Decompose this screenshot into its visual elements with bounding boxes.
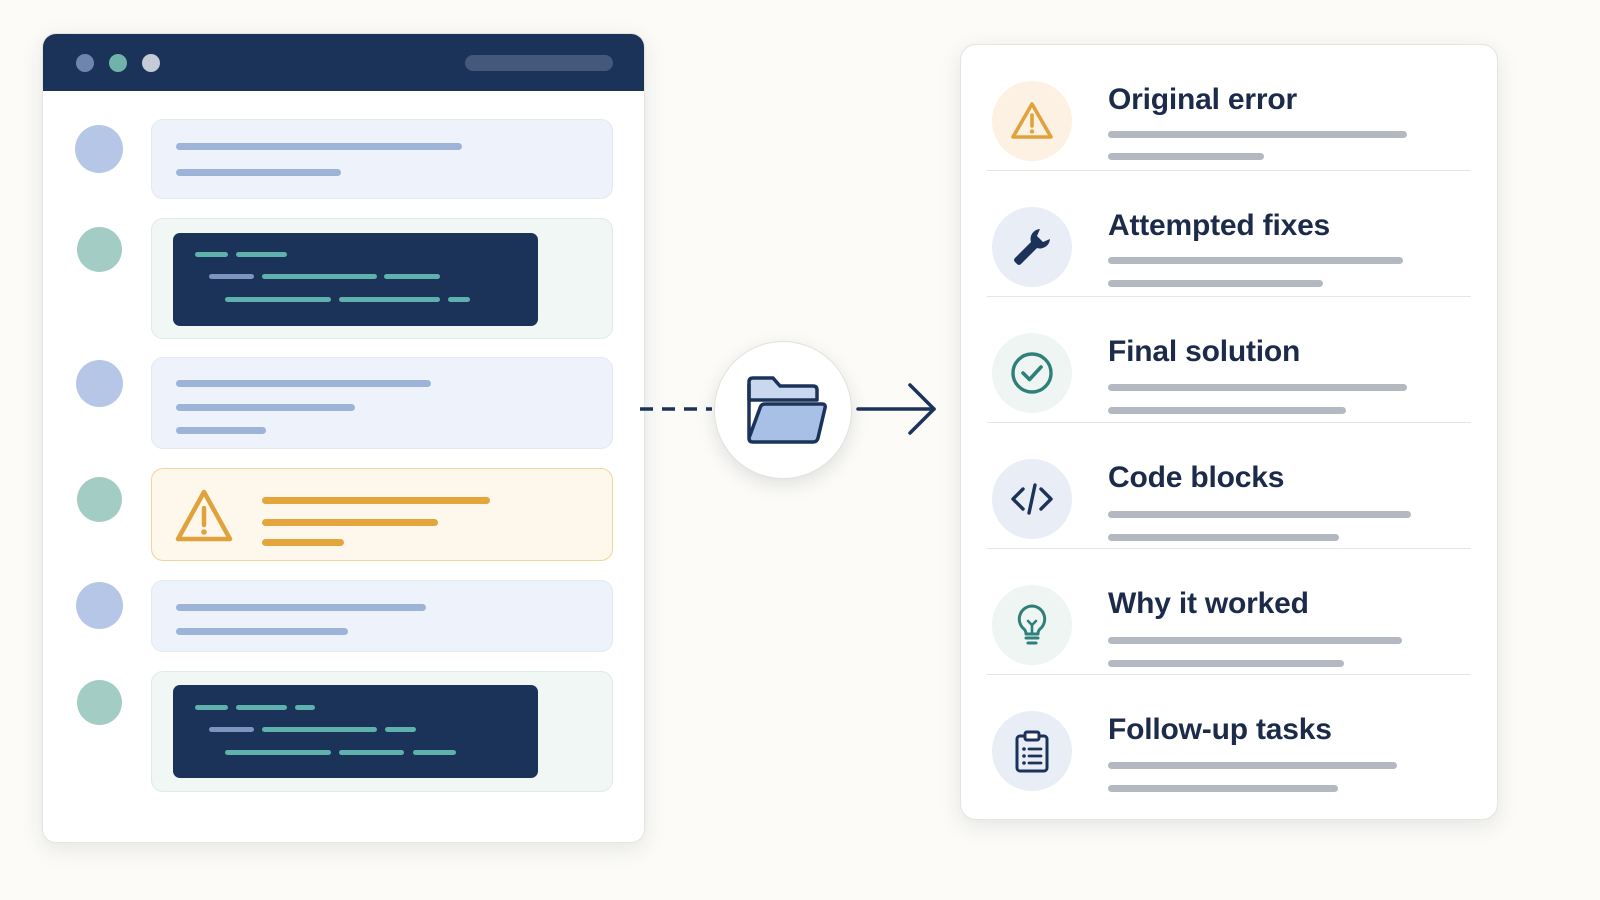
message-bubble — [151, 580, 613, 652]
folder-icon — [747, 376, 827, 444]
summary-section-code-blocks[interactable]: Code blocks — [961, 423, 1497, 549]
section-title: Final solution — [1108, 335, 1301, 368]
dashed-connector — [640, 407, 712, 411]
user-avatar — [75, 125, 123, 173]
arrow-right-icon — [856, 383, 936, 435]
summary-section-final-solution[interactable]: Final solution — [961, 297, 1497, 423]
code-block — [173, 685, 538, 778]
summary-section-follow-up-tasks[interactable]: Follow-up tasks — [961, 675, 1497, 821]
user-avatar — [76, 582, 123, 629]
summary-section-why-it-worked[interactable]: Why it worked — [961, 549, 1497, 675]
message-bubble — [151, 218, 613, 339]
summary-card: Original error Attempted fixes Final sol… — [960, 44, 1498, 820]
code-block — [173, 233, 538, 326]
message-bubble — [151, 357, 613, 449]
icon-badge — [992, 207, 1072, 287]
wrench-icon — [1014, 229, 1050, 265]
assistant-avatar — [77, 227, 122, 272]
message-bubble — [151, 119, 613, 199]
summary-section-original-error[interactable]: Original error — [961, 45, 1497, 171]
icon-badge — [992, 81, 1072, 161]
message-bubble — [151, 671, 613, 792]
chat-window — [42, 33, 645, 843]
section-title: Original error — [1108, 83, 1297, 116]
warning-icon — [175, 489, 233, 542]
user-avatar — [76, 360, 123, 407]
icon-badge — [992, 459, 1072, 539]
error-message-bubble — [151, 468, 613, 561]
folder-button[interactable] — [714, 341, 852, 479]
summary-section-attempted-fixes[interactable]: Attempted fixes — [961, 171, 1497, 297]
code-icon — [1011, 483, 1053, 515]
assistant-avatar — [77, 680, 122, 725]
lightbulb-icon — [1017, 604, 1047, 645]
warning-icon — [1011, 102, 1053, 139]
icon-badge — [992, 585, 1072, 665]
window-control-dot[interactable] — [76, 54, 94, 72]
section-title: Code blocks — [1108, 461, 1285, 494]
icon-badge — [992, 333, 1072, 413]
check-circle-icon — [1011, 352, 1053, 394]
icon-badge — [992, 711, 1072, 791]
window-control-dot[interactable] — [109, 54, 127, 72]
window-control-dot[interactable] — [142, 54, 160, 72]
section-title: Why it worked — [1108, 587, 1309, 620]
assistant-avatar — [77, 477, 122, 522]
address-bar[interactable] — [465, 55, 613, 71]
window-titlebar — [43, 34, 644, 91]
section-title: Attempted fixes — [1108, 209, 1331, 242]
clipboard-list-icon — [1015, 730, 1049, 773]
section-title: Follow-up tasks — [1108, 713, 1332, 746]
